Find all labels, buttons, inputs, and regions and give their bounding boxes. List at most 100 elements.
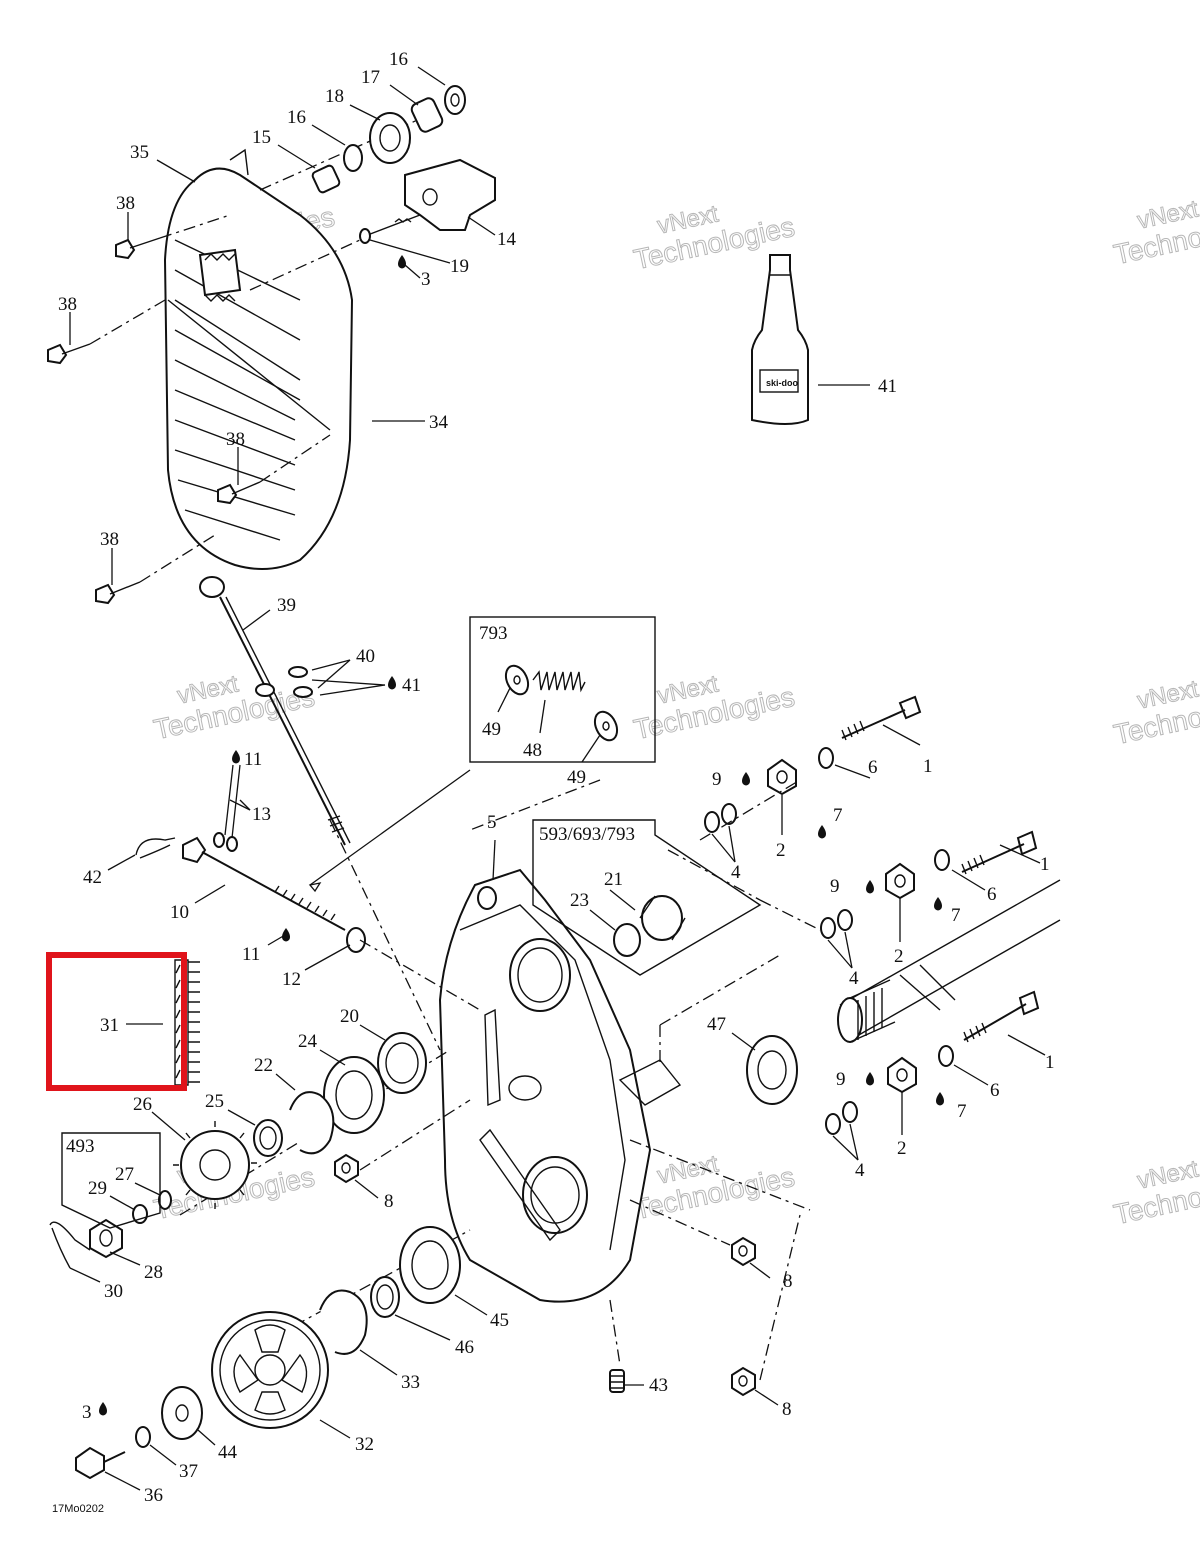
callout-label: 11: [242, 944, 260, 965]
tensioner-parts: [311, 85, 496, 244]
kit-box-493: 493: [61, 1132, 161, 1229]
upper-sprocket: [173, 1121, 257, 1209]
callout-label: 31: [100, 1015, 119, 1036]
callout-label: 11: [244, 749, 262, 770]
nuts: [334, 1153, 756, 1397]
callout-label: 7: [951, 905, 961, 926]
callout-label: 8: [782, 1399, 792, 1420]
callout-label: 3: [82, 1402, 92, 1423]
callout-label: 4: [731, 862, 741, 883]
callout-label: 9: [830, 876, 840, 897]
callout-label: 16: [389, 49, 408, 70]
bearings-and-gears: [49, 1032, 461, 1480]
callout-label: 7: [957, 1101, 967, 1122]
callout-label: 9: [836, 1069, 846, 1090]
callout-label: 3: [421, 269, 431, 290]
callout-label: 2: [897, 1138, 907, 1159]
callout-label: 29: [88, 1178, 107, 1199]
callout-label: 6: [990, 1080, 1000, 1101]
callout-label: 9: [712, 769, 722, 790]
callout-label: 10: [170, 902, 189, 923]
oil-bottle: ski-doo: [751, 254, 809, 425]
callout-label: 38: [58, 294, 77, 315]
callout-label: 49: [482, 719, 501, 740]
callout-label: 1: [1040, 854, 1050, 875]
callout-label: 36: [144, 1485, 163, 1506]
callout-label: 38: [100, 529, 119, 550]
dipstick: [199, 576, 351, 846]
callout-label: 35: [130, 142, 149, 163]
callout-label: 21: [604, 869, 623, 890]
callout-label: 38: [226, 429, 245, 450]
oil-drop-icon: [99, 255, 944, 1416]
callout-label: 4: [855, 1160, 865, 1181]
callout-label: 14: [497, 229, 517, 250]
callout-label: 2: [776, 840, 786, 861]
callout-label: 45: [490, 1310, 509, 1331]
drive-shaft: [746, 879, 1061, 1105]
callout-label: 5: [487, 812, 497, 833]
callout-label: 6: [987, 884, 997, 905]
chaincase-cover: [163, 148, 354, 570]
callout-label: 17: [361, 67, 380, 88]
bottle-brand-label: ski-doo: [766, 378, 799, 388]
cover-bolt: [47, 237, 261, 605]
callout-label: 42: [83, 867, 102, 888]
callout-label: 22: [254, 1055, 273, 1076]
kit-box-label: 793: [479, 623, 508, 644]
dash-lines-upper: [89, 109, 441, 583]
callout-label: 37: [179, 1461, 198, 1482]
chain-31: [174, 959, 200, 1086]
kit-box-793: 793: [469, 616, 656, 763]
callout-label: 7: [833, 805, 843, 826]
callout-label: 16: [287, 107, 306, 128]
callout-label: 28: [144, 1262, 163, 1283]
callout-label: 13: [252, 804, 271, 825]
callout-label: 12: [282, 969, 301, 990]
callout-label: 40: [356, 646, 375, 667]
callout-label: 47: [707, 1014, 726, 1035]
callout-label: 2: [894, 946, 904, 967]
callout-label: 8: [783, 1271, 793, 1292]
callout-label: 20: [340, 1006, 359, 1027]
callout-label: 19: [450, 256, 469, 277]
mount-hardware: [704, 695, 1040, 1135]
callout-label: 4: [849, 968, 859, 989]
kit-box-label: 493: [66, 1136, 95, 1157]
callout-label: 43: [649, 1375, 668, 1396]
callout-label: 18: [325, 86, 344, 107]
highlight-box: [46, 952, 187, 1091]
callout-label: 41: [878, 376, 897, 397]
callout-label: 1: [1045, 1052, 1055, 1073]
callout-label: 15: [252, 127, 271, 148]
callout-label: 33: [401, 1372, 420, 1393]
callout-label: 38: [116, 193, 135, 214]
adjuster-bolt: [135, 832, 366, 953]
callout-label: 30: [104, 1281, 123, 1302]
callout-label: 23: [570, 890, 589, 911]
callout-label: 6: [868, 757, 878, 778]
figure-code: 17Mo0202: [52, 1503, 104, 1515]
callout-label: 25: [205, 1091, 224, 1112]
chaincase-housing: [438, 868, 682, 1303]
callout-label: 32: [355, 1434, 374, 1455]
callout-label: 27: [115, 1164, 134, 1185]
kit-box-593-693-793: 593/693/793: [532, 819, 762, 976]
callout-label: 26: [133, 1094, 152, 1115]
callout-label: 49: [567, 767, 586, 788]
callout-label: 46: [455, 1337, 474, 1358]
spring-kit: [504, 664, 619, 742]
callout-label: 39: [277, 595, 296, 616]
callout-label: 44: [218, 1442, 238, 1463]
callout-label: 8: [384, 1191, 394, 1212]
callout-label: 34: [429, 412, 449, 433]
lower-sprocket: [211, 1311, 329, 1429]
callout-label: 41: [402, 675, 421, 696]
leader-lines: [69, 66, 1046, 1491]
callout-label: 24: [298, 1031, 318, 1052]
callout-label: 48: [523, 740, 542, 761]
callout-labels: 16 17 18 16 15 35 38 14 19 3 38 34 38 38…: [58, 49, 1055, 1506]
callout-label: 1: [923, 756, 933, 777]
kit-box-label: 593/693/793: [539, 824, 635, 845]
